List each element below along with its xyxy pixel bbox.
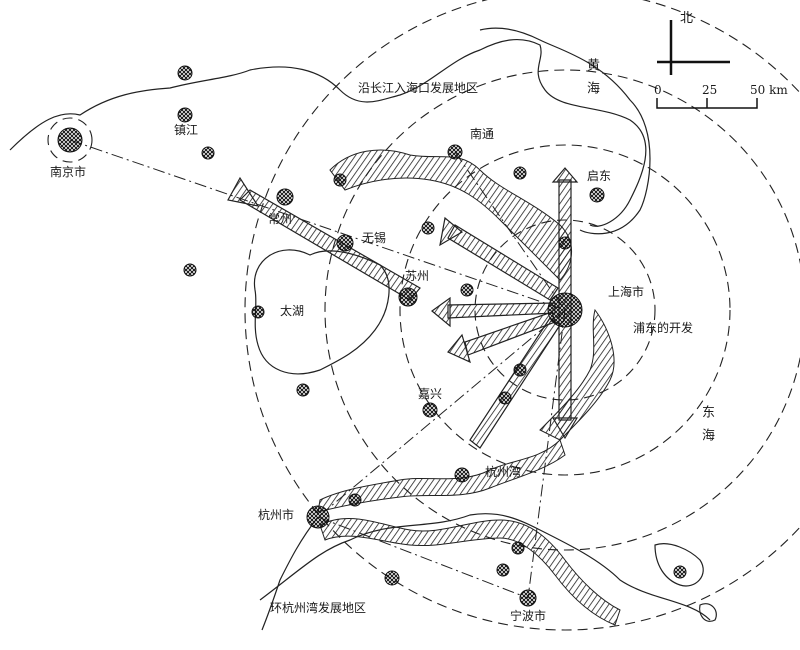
ningbo-label: 宁波市 bbox=[510, 609, 547, 623]
city-dot bbox=[183, 263, 197, 277]
link-nanjing-shanghai bbox=[69, 139, 566, 311]
city-dot bbox=[513, 166, 527, 180]
yellow-sea-label: 黄海 bbox=[584, 58, 599, 104]
east-sea-label: 东海 bbox=[699, 405, 714, 451]
nantong-dot bbox=[447, 144, 463, 160]
city-dot bbox=[296, 383, 310, 397]
small-island bbox=[699, 603, 717, 622]
link-shanghai-hangzhou bbox=[317, 309, 566, 518]
yangtze-river bbox=[9, 39, 647, 227]
qiantang-river bbox=[261, 516, 319, 631]
scale-tick-50: 50 km bbox=[750, 83, 788, 97]
ningbo-dot bbox=[519, 589, 537, 607]
shanghai-label: 上海市 bbox=[608, 285, 645, 299]
taihu-label: 太湖 bbox=[280, 304, 305, 318]
compass-north-label: 北 bbox=[680, 11, 694, 26]
nanjing-dot bbox=[57, 127, 83, 153]
city-dot bbox=[348, 493, 362, 507]
jiaxing-label: 嘉兴 bbox=[418, 387, 443, 401]
city-dot bbox=[460, 283, 474, 297]
changzhou-label: 常州 bbox=[268, 212, 293, 226]
city-dot bbox=[498, 391, 512, 405]
hangzhou-dot bbox=[306, 505, 330, 529]
hangzhou-bay-label: 杭州湾 bbox=[485, 465, 522, 479]
pudong-label: 浦东的开发 bbox=[633, 321, 694, 335]
city-dot bbox=[333, 173, 347, 187]
qidong-label: 启东 bbox=[587, 169, 612, 183]
city-dot bbox=[421, 221, 435, 235]
shanghai-dot bbox=[547, 292, 583, 328]
jiaxing-dot bbox=[422, 402, 438, 418]
city-dot bbox=[251, 305, 265, 319]
taihu-lake bbox=[253, 249, 390, 375]
scale-tick-25: 25 bbox=[702, 83, 718, 97]
changzhou-dot bbox=[276, 188, 294, 206]
city-dot bbox=[511, 541, 525, 555]
suzhou-dot bbox=[398, 287, 418, 307]
nanjing-label: 南京市 bbox=[50, 165, 87, 179]
city-dot bbox=[177, 65, 193, 81]
city-dot bbox=[673, 565, 687, 579]
arrow-to-nanjing bbox=[227, 176, 421, 301]
city-dot bbox=[496, 563, 510, 577]
range-ring-2 bbox=[399, 144, 731, 476]
bay-south-belt bbox=[319, 518, 621, 626]
scale-tick-0: 0 bbox=[654, 83, 662, 97]
wuxi-label: 无锡 bbox=[362, 231, 387, 245]
hangzhou-bay-region-label: 环杭州湾发展地区 bbox=[270, 601, 367, 615]
qidong-dot bbox=[589, 187, 605, 203]
south-coast bbox=[259, 513, 711, 621]
arrow-to-nantong bbox=[439, 216, 559, 301]
hangzhou-label: 杭州市 bbox=[258, 508, 295, 522]
range-ring-3 bbox=[324, 69, 800, 551]
city-dot bbox=[384, 570, 400, 586]
zhenjiang-label: 镇江 bbox=[174, 123, 199, 137]
link-hangzhou-ningbo bbox=[317, 516, 529, 599]
scale-bar bbox=[656, 98, 758, 109]
island bbox=[654, 543, 704, 587]
city-dot bbox=[558, 236, 572, 250]
range-ring-4 bbox=[244, 0, 800, 631]
suzhou-label: 苏州 bbox=[405, 269, 430, 283]
city-dot bbox=[454, 467, 470, 483]
nanjing-ring bbox=[47, 117, 93, 163]
nantong-label: 南通 bbox=[470, 127, 495, 141]
north-shore bbox=[479, 27, 651, 235]
city-dot bbox=[513, 363, 527, 377]
zhenjiang-dot bbox=[177, 107, 193, 123]
city-dot bbox=[201, 146, 215, 160]
wuxi-dot bbox=[336, 234, 354, 252]
yangtze-region-label: 沿长江入海口发展地区 bbox=[358, 81, 479, 95]
